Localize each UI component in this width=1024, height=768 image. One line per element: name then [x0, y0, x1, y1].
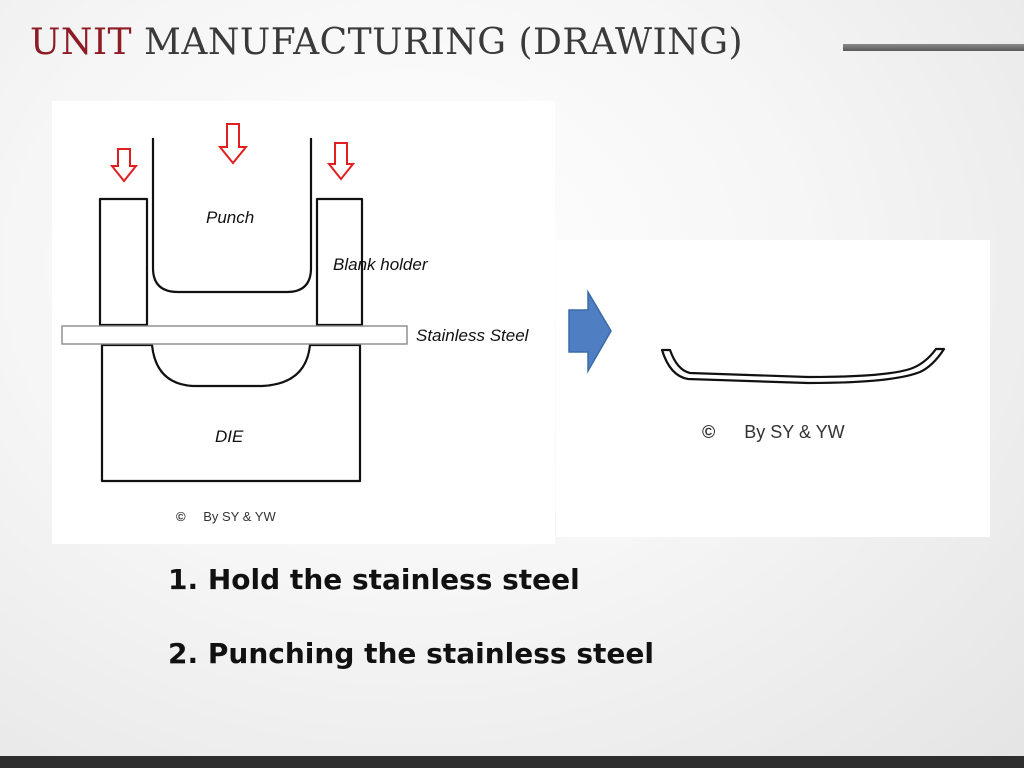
- down-arrow-icon: [326, 142, 356, 181]
- drawn-part-panel: [556, 240, 990, 537]
- left-credit: © By SY & YW: [176, 509, 276, 524]
- copyright-icon: ©: [702, 422, 716, 442]
- step-text: Hold the stainless steel: [207, 563, 580, 596]
- punch-label: Punch: [206, 208, 255, 227]
- right-credit: © By SY & YW: [702, 422, 845, 443]
- deep-drawing-setup-panel: [52, 101, 555, 544]
- left-credit-text: By SY & YW: [203, 509, 276, 524]
- blank-holder-label: Blank holder: [333, 255, 428, 274]
- stainless-steel-sheet: [61, 325, 408, 345]
- step-text: Punching the stainless steel: [207, 637, 654, 670]
- die-label: DIE: [215, 427, 244, 446]
- down-arrow-icon: [109, 148, 139, 183]
- slide-title-rest: MANUFACTURING (DRAWING): [144, 22, 744, 63]
- stainless-steel-label: Stainless Steel: [416, 326, 529, 345]
- process-step: 2. Punching the stainless steel: [168, 634, 654, 674]
- footer-bar: [0, 756, 1024, 768]
- title-rule: [843, 44, 1024, 51]
- right-credit-text: By SY & YW: [744, 422, 845, 442]
- down-arrow-icon: [217, 123, 249, 165]
- step-number: 1.: [168, 563, 199, 596]
- process-step: 1. Hold the stainless steel: [168, 560, 654, 600]
- slide-title: UNIT MANUFACTURING (DRAWING): [30, 22, 743, 63]
- slide-title-accent: UNIT: [30, 22, 133, 63]
- process-steps-list: 1. Hold the stainless steel 2. Punching …: [168, 560, 654, 708]
- copyright-icon: ©: [176, 509, 186, 524]
- blank-holder-left: [98, 197, 149, 327]
- blank-holder-right: [315, 197, 364, 327]
- drawn-part-shape: [660, 347, 946, 385]
- right-arrow-icon: [568, 289, 612, 374]
- step-number: 2.: [168, 637, 199, 670]
- die-outline: [100, 343, 362, 483]
- punch-outline: [151, 138, 313, 294]
